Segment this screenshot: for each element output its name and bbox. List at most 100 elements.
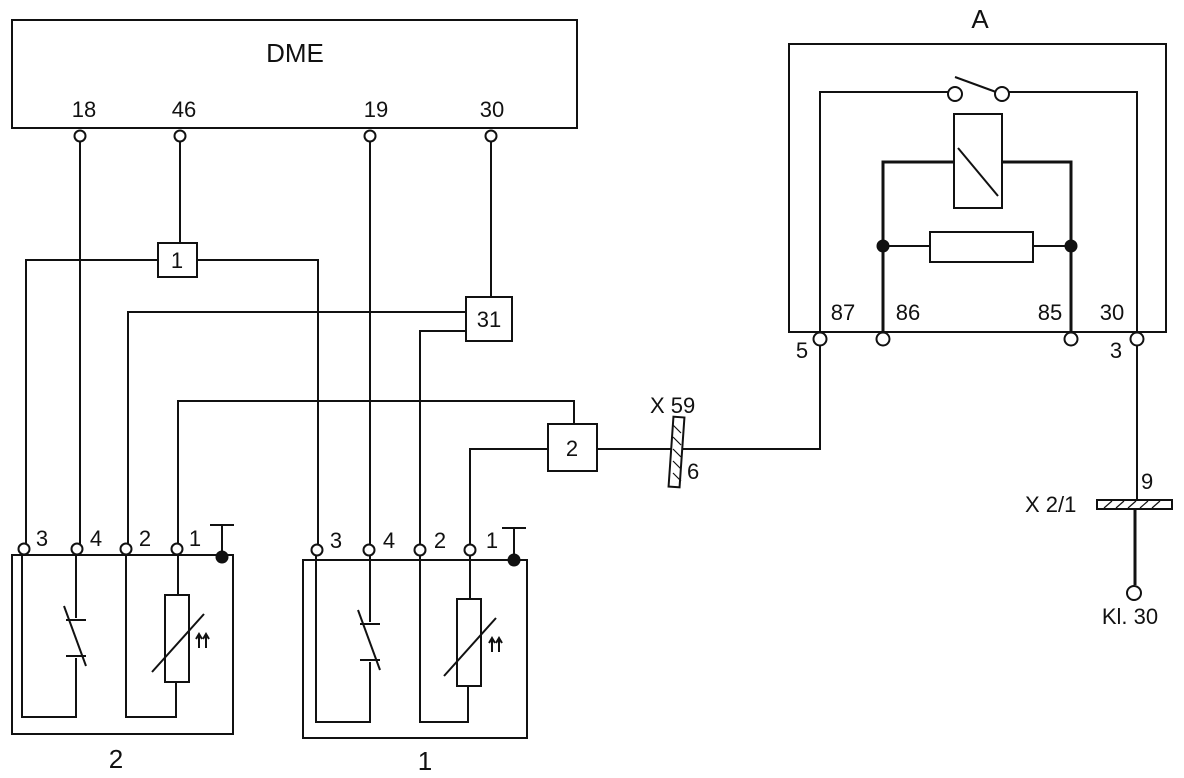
sensor-1-pin-label-4: 4: [383, 528, 395, 553]
dme-pin-label-46: 46: [172, 97, 196, 122]
connector-x59: X 59 6: [650, 393, 699, 489]
relay-pin-30: [1129, 331, 1145, 347]
dme-title: DME: [266, 38, 324, 68]
dme-pin-label-18: 18: [72, 97, 96, 122]
sensor-2-ntc-slash: [151, 613, 205, 673]
relay-a: A 87 86 85 30 5 3: [788, 4, 1167, 363]
sensor-1-pin-1: [463, 543, 477, 557]
sensor-1-ntc-loop: [419, 550, 469, 723]
wire-j1-s1pin3: [197, 259, 319, 544]
sensor-1-pin-label-1: 1: [486, 528, 498, 553]
relay-title: A: [971, 4, 989, 34]
sensor-2-pin-1: [170, 542, 184, 556]
connector-x59-hatch: [672, 424, 682, 482]
junction-31-label: 31: [477, 307, 501, 332]
relay-switch-blade: [954, 76, 997, 93]
dme-pin-19: [363, 129, 377, 143]
connector-x59-pin: 6: [687, 459, 699, 484]
relay-outer-pin-3: 3: [1110, 338, 1122, 363]
sensor-2-pin-label-3: 3: [36, 526, 48, 551]
junction-31-box: [465, 296, 513, 342]
sensor-2-ntc: [164, 594, 190, 683]
junction-31: 31: [465, 296, 513, 342]
sensor-2-box: [11, 554, 234, 735]
dme-pin-18: [73, 129, 87, 143]
wire-j1-s2pin3: [25, 259, 158, 544]
sensor-1-box: [302, 559, 528, 739]
connector-x21-hatch: [1103, 500, 1161, 509]
relay-switch-contact-a: [947, 86, 963, 102]
sensor-1-ground-node: [507, 553, 521, 567]
sensor-1-pin-4: [362, 543, 376, 557]
relay-pin-87: [812, 331, 828, 347]
dme-unit: DME 18 46 19 30: [11, 19, 578, 129]
dme-pins: [73, 129, 498, 143]
relay-coil: [953, 113, 1003, 209]
relay-switch-wire-30: [1008, 91, 1138, 332]
sensor-1-label: 1: [418, 746, 432, 776]
sensor-2-switch-slash: [63, 605, 87, 667]
sensor-2: 3 4 2 1 2: [11, 524, 234, 774]
wire-j31-s1pin2: [419, 330, 466, 544]
relay-coil-wire-85: [1002, 160, 1073, 332]
sensor-1-pin-label-2: 2: [434, 528, 446, 553]
connector-x21-label: X 2/1: [1025, 492, 1076, 517]
relay-outer-pin-5: 5: [796, 338, 808, 363]
sensor-1-ntc-slash: [443, 617, 497, 677]
dme-pin-label-30: 30: [480, 97, 504, 122]
wire-s2pin1-j2: [177, 400, 575, 544]
sensor-2-ntc-loop: [125, 550, 177, 718]
sensor-2-pin-label-2: 2: [139, 526, 151, 551]
relay-pin-label-85: 85: [1038, 300, 1062, 325]
sensor-1: 3 4 2 1 1: [302, 527, 528, 776]
relay-pin-86: [875, 331, 891, 347]
junction-2: 2: [547, 423, 598, 472]
relay-coil-slash: [957, 147, 999, 197]
connector-x21: X 2/1 9: [1025, 469, 1173, 517]
connector-x59-label: X 59: [650, 393, 695, 418]
junction-1: 1: [157, 242, 198, 278]
junction-2-label: 2: [566, 436, 578, 461]
wire-j2-relay87: [597, 346, 821, 450]
dme-pin-30: [484, 129, 498, 143]
sensor-1-pin-label-3: 3: [330, 528, 342, 553]
sensor-2-pin-label-1: 1: [189, 526, 201, 551]
connector-x21-pin: 9: [1141, 469, 1153, 494]
sensor-2-ground-icon: [210, 524, 234, 555]
sensor-1-temp-arrows-icon: [488, 636, 503, 652]
sensor-2-pin-3: [17, 542, 31, 556]
relay-switch-contact-b: [994, 86, 1010, 102]
connector-x21-body: [1096, 499, 1173, 510]
relay-pin-label-86: 86: [896, 300, 920, 325]
sensor-2-label: 2: [109, 744, 123, 774]
wire-j31-s2pin2: [127, 311, 466, 544]
dme-pin-label-19: 19: [364, 97, 388, 122]
sensor-2-pin-4: [70, 542, 84, 556]
sensor-2-switch-loop: [21, 550, 77, 718]
relay-node-left: [876, 239, 890, 253]
terminal-kl30-pin: [1126, 585, 1142, 601]
relay-pin-label-87: 87: [831, 300, 855, 325]
dme-box: [11, 19, 578, 129]
relay-pin-label-30: 30: [1100, 300, 1124, 325]
sensor-2-temp-arrows-icon: [195, 632, 210, 648]
relay-resistor: [929, 231, 1034, 263]
junction-1-label: 1: [171, 248, 183, 273]
sensor-1-switch-slash: [357, 609, 381, 671]
dme-pin-46: [173, 129, 187, 143]
sensor-2-ground-node: [215, 550, 229, 564]
relay-switch-wire-87: [819, 91, 949, 332]
terminal-kl30: Kl. 30: [1102, 585, 1158, 629]
wires: [25, 142, 1138, 585]
junction-2-box: [547, 423, 598, 472]
sensor-1-ntc: [456, 598, 482, 687]
relay-node-right: [1064, 239, 1078, 253]
relay-coil-wire-86: [881, 160, 954, 332]
sensor-2-pin-label-4: 4: [90, 526, 102, 551]
wire-s1pin1-j2: [469, 448, 548, 544]
sensor-2-pin-2: [119, 542, 133, 556]
sensor-1-pin-3: [310, 543, 324, 557]
terminal-kl30-label: Kl. 30: [1102, 604, 1158, 629]
sensor-1-switch-loop: [315, 550, 371, 723]
